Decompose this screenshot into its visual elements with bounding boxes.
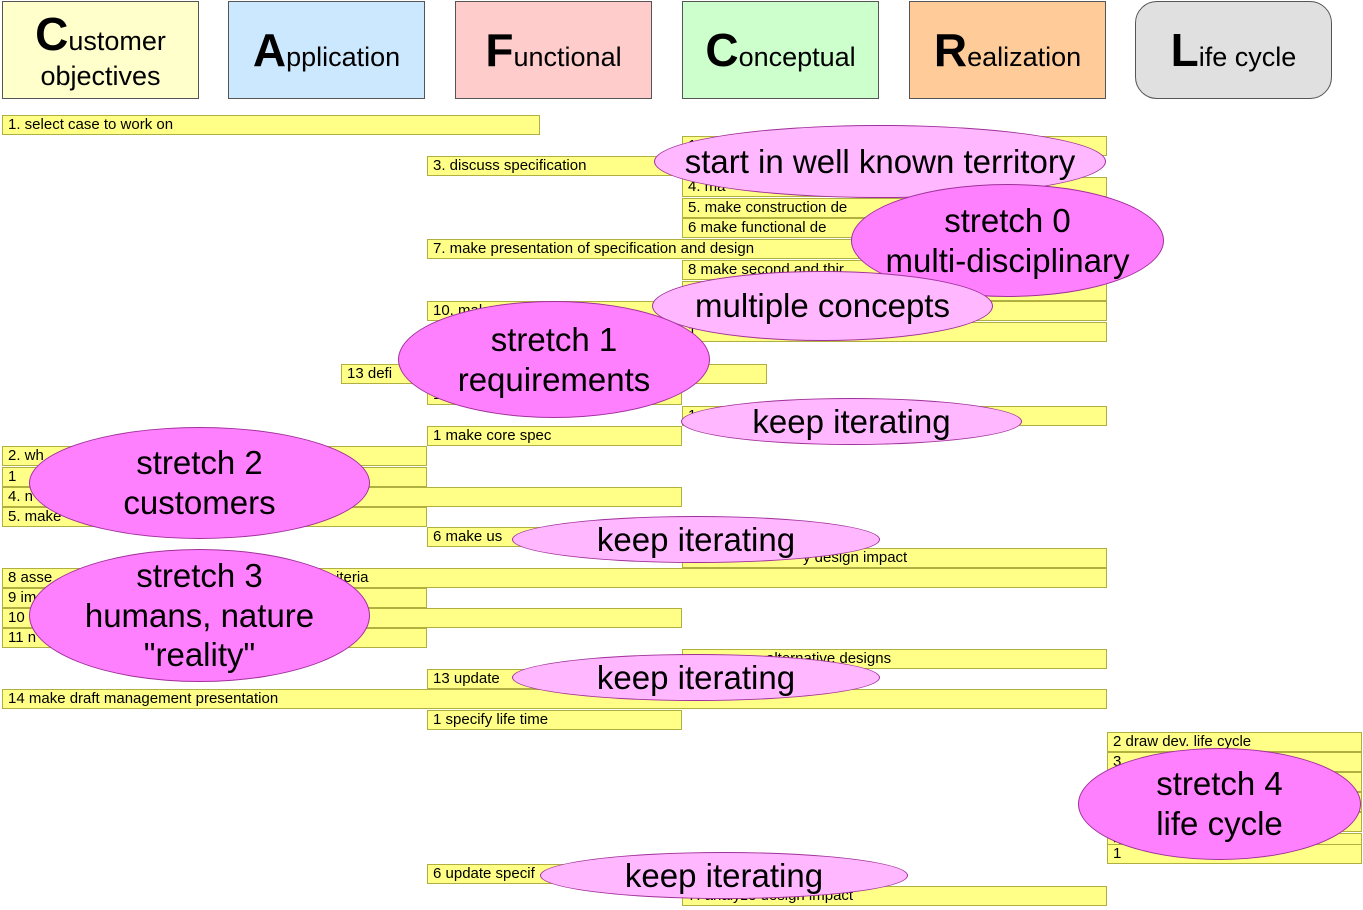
callout-keep-iterating: keep iterating <box>512 654 880 701</box>
header-initial: C <box>705 23 739 76</box>
callout-text: multi-disciplinary <box>885 241 1130 279</box>
callout-text: humans, nature <box>84 596 315 634</box>
callout-text: keep iterating <box>624 856 824 894</box>
header-rest: unctional <box>513 41 622 72</box>
task-text: 8 asse <box>8 569 53 586</box>
callout-stretch-3: stretch 3 humans, nature "reality" <box>29 549 370 682</box>
callout-keep-iterating: keep iterating <box>512 516 880 563</box>
callout-multiple-concepts: multiple concepts <box>652 271 993 341</box>
callout-text: "reality" <box>143 636 256 674</box>
task-bar: 1 specify life time <box>427 710 682 730</box>
callout-text: multiple concepts <box>695 287 950 325</box>
callout-text: stretch 1 <box>490 320 618 358</box>
header-rest: onceptual <box>738 41 856 72</box>
task-bar: 1 make core spec <box>427 426 682 446</box>
header-rest: pplication <box>286 41 401 72</box>
callout-stretch-1: stretch 1 requirements <box>398 301 710 418</box>
callout-text: requirements <box>457 360 651 398</box>
header-rest: ife cycle <box>1198 41 1297 72</box>
header-initial: A <box>252 23 287 76</box>
header-customer-objectives: Customer objectives <box>2 1 199 99</box>
header-line2: objectives <box>40 60 161 91</box>
header-rest: ealization <box>967 41 1082 72</box>
callout-text: keep iterating <box>596 520 796 558</box>
header-initial: C <box>35 8 69 61</box>
callout-text: life cycle <box>1156 805 1283 842</box>
callout-text: stretch 2 <box>136 444 263 482</box>
callout-text: stretch 4 <box>1156 765 1283 803</box>
callout-stretch-2: stretch 2 customers <box>29 427 370 539</box>
header-life-cycle: Life cycle <box>1135 1 1332 99</box>
header-realization: Realization <box>909 1 1106 99</box>
callout-text: stretch 3 <box>136 557 263 595</box>
callout-keep-iterating: keep iterating <box>681 398 1022 445</box>
header-rest: ustomer <box>68 26 166 57</box>
task-bar: 3. discuss specification <box>427 156 682 176</box>
header-initial: F <box>485 23 514 76</box>
callout-keep-iterating: keep iterating <box>540 852 908 899</box>
callout-text: stretch 0 <box>944 201 1071 239</box>
callout-text: customers <box>123 484 276 521</box>
callout-text: keep iterating <box>596 658 796 696</box>
callout-text: start in well known territory <box>684 142 1076 180</box>
callout-stretch-4: stretch 4 life cycle <box>1078 748 1361 860</box>
header-functional: Functional <box>455 1 652 99</box>
header-initial: R <box>933 23 968 76</box>
callout-text: keep iterating <box>752 402 951 440</box>
header-application: Application <box>228 1 425 99</box>
task-bar: 1. select case to work on <box>2 115 540 135</box>
header-initial: L <box>1170 23 1199 76</box>
header-conceptual: Conceptual <box>682 1 879 99</box>
